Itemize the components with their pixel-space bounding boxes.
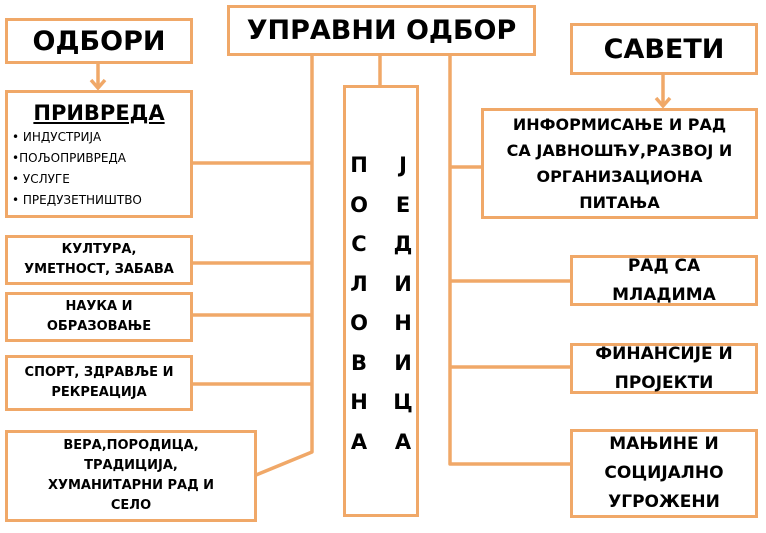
letter: Д (393, 232, 413, 256)
label: УПРАВНИ ОДБОР (246, 15, 517, 46)
councils-title: САВЕТИ (570, 23, 758, 75)
business-unit-box (343, 85, 419, 517)
line: КУЛТУРА, (61, 242, 137, 257)
line: СПОРТ, ЗДРАВЉЕ И (24, 365, 174, 380)
right-trunk (448, 55, 570, 466)
line: ИНФОРМИСАЊЕ И РАД (512, 114, 727, 134)
line: РАД СА (627, 255, 701, 276)
committee-faith: ВЕРА,ПОРОДИЦА, ТРАДИЦИЈА, ХУМАНИТАРНИ РАД … (5, 430, 257, 522)
line: СА ЈАВНОШЋУ,РАЗВОЈ И (506, 140, 733, 160)
label: ОДБОРИ (32, 25, 166, 57)
economy-title: ПРИВРЕДА (33, 101, 165, 125)
list-item: • ПРЕДУЗЕТНИШТВО (12, 193, 142, 207)
list-item: • ИНДУСТРИЈА (12, 130, 102, 144)
line: СОЦИЈАЛНО (604, 463, 724, 483)
council-finance: ФИНАНСИЈЕ И ПРОЈЕКТИ (570, 343, 758, 394)
line: ВЕРА,ПОРОДИЦА, (63, 438, 199, 453)
letter: Л (350, 271, 368, 296)
committee-sport: СПОРТ, ЗДРАВЉЕ И РЕКРЕАЦИЈА (5, 355, 193, 411)
list-item: •ПОЉОПРИВРЕДА (12, 151, 126, 165)
list-item: • УСЛУГЕ (12, 172, 70, 186)
letter: А (394, 429, 412, 454)
line: ХУМАНИТАРНИ РАД И (47, 478, 215, 493)
letter: В (350, 350, 367, 375)
letter: С (351, 232, 367, 256)
letter: Н (350, 390, 368, 414)
letter: А (350, 429, 368, 454)
arrowhead-icon (654, 96, 672, 109)
letter: П (350, 153, 368, 177)
letter: Ц (393, 390, 413, 414)
council-minorities: МАЊИНЕ И СОЦИЈАЛНО УГРОЖЕНИ (570, 429, 758, 518)
line: РЕКРЕАЦИЈА (51, 385, 147, 400)
label: САВЕТИ (603, 33, 725, 65)
economy-list: • ИНДУСТРИЈА •ПОЉОПРИВРЕДА • УСЛУГЕ • ПР… (8, 127, 142, 211)
letter: О (350, 192, 368, 217)
line: СЕЛО (110, 498, 152, 513)
line: МАЊИНЕ И (609, 434, 719, 454)
line: ОБРАЗОВАЊЕ (46, 319, 152, 334)
line: ОРГАНИЗАЦИОНА (536, 166, 703, 186)
council-info: ИНФОРМИСАЊЕ И РАД СА ЈАВНОШЋУ,РАЗВОЈ И ОРГ… (481, 108, 758, 219)
letter: Ј (399, 153, 407, 177)
line: МЛАДИМА (612, 284, 716, 305)
letter: О (350, 311, 368, 335)
committees-title: ОДБОРИ (5, 18, 193, 64)
letter: И (394, 350, 412, 375)
committee-culture: КУЛТУРА, УМЕТНОСТ, ЗАБАВА (5, 235, 193, 285)
committee-economy: ПРИВРЕДА • ИНДУСТРИЈА •ПОЉОПРИВРЕДА • УС… (5, 90, 193, 218)
line: ТРАДИЦИЈА, (84, 458, 178, 473)
council-youth: РАД СА МЛАДИМА (570, 255, 758, 306)
letter: Н (394, 311, 412, 335)
line: НАУКА И (65, 299, 133, 314)
line: ПРОЈЕКТИ (614, 372, 714, 393)
left-trunk (255, 55, 314, 477)
letter: Е (395, 192, 411, 217)
line: УМЕТНОСТ, ЗАБАВА (24, 262, 174, 277)
arrowhead-icon (89, 78, 107, 91)
letter: И (394, 271, 412, 296)
board-box: УПРАВНИ ОДБОР (227, 5, 536, 56)
line: ПИТАЊА (579, 192, 660, 212)
line: УГРОЖЕНИ (608, 492, 720, 512)
committee-science: НАУКА И ОБРАЗОВАЊЕ (5, 292, 193, 342)
line: ФИНАНСИЈЕ И (595, 343, 733, 364)
